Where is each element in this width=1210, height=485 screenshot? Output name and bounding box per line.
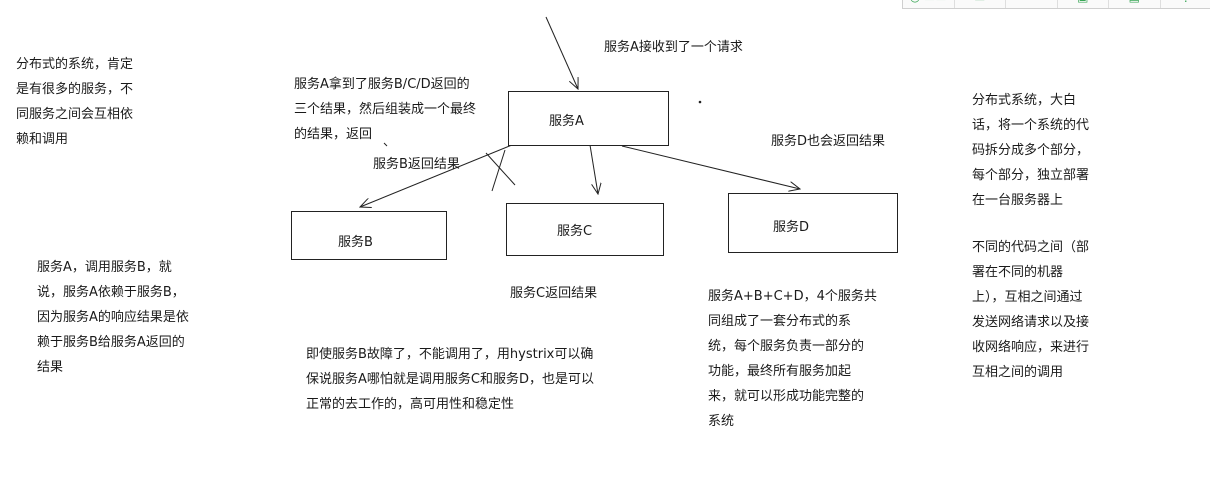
service-d-label: 服务D (773, 220, 810, 235)
service-c-label: 服务C (557, 224, 593, 239)
locate-icon[interactable]: ◎ ▬▬ (903, 0, 954, 8)
top-toolbar: ◎ ▬▬ ▭ ✂ ▣ ▤ ⋮ (902, 0, 1210, 9)
a-to-b-arrow (360, 144, 513, 207)
service-b-box: 服务B (291, 211, 447, 260)
service-c-return-label: 服务C返回结果 (510, 286, 598, 301)
note-left-bottom: 服务A，调用服务B，就 说，服务A依赖于服务B， 因为服务A的响应结果是依 赖于… (37, 260, 189, 375)
note-left-top: 分布式的系统，肯定 是有很多的服务，不 同服务之间会互相依 赖和调用 (16, 57, 134, 147)
note-abcd: 服务A+B+C+D，4个服务共 同组成了一套分布式的系 统，每个服务负责一部分的… (708, 289, 877, 429)
request-arrow (545, 16, 578, 89)
service-b-return-label: 服务B返回结果 (373, 157, 460, 172)
more-icon[interactable]: ⋮ (1159, 0, 1210, 8)
a-to-d-arrow (621, 145, 800, 189)
note-right-2: 不同的代码之间（部 署在不同的机器 上），互相之间通过 发送网络请求以及接 收网… (972, 240, 1090, 380)
doc-icon[interactable]: ▭ (953, 0, 1006, 8)
service-a-box: 服务A (508, 91, 669, 146)
note-hystrix: 即使服务B故障了，不能调用了，用hystrix可以确 保说服务A哪怕就是调用服务… (306, 347, 594, 412)
service-d-box: 服务D (728, 193, 898, 253)
save-icon[interactable]: ▤ (1108, 0, 1160, 8)
a-to-c-arrow (589, 144, 598, 194)
b-link-cross-2 (491, 149, 506, 192)
service-a-label: 服务A (549, 114, 584, 129)
b-link-cross-1 (485, 152, 516, 186)
service-d-return-label: 服务D也会返回结果 (771, 134, 886, 149)
service-b-label: 服务B (338, 235, 373, 250)
image-icon[interactable]: ▣ (1056, 0, 1109, 8)
service-a-assemble-note: 服务A拿到了服务B/C/D返回的 三个结果，然后组装成一个最终 的结果，返回 (294, 77, 477, 142)
service-a-receive-label: 服务A接收到了一个请求 (604, 40, 743, 55)
scissors-icon[interactable]: ✂ (1005, 0, 1057, 8)
dot-mark-1 (698, 100, 702, 104)
note-right-1: 分布式系统，大白 话，将一个系统的代 码拆分成多个部分， 每个部分，独立部署 在… (972, 93, 1090, 208)
service-c-box: 服务C (506, 203, 664, 256)
stray-tick (383, 142, 388, 147)
